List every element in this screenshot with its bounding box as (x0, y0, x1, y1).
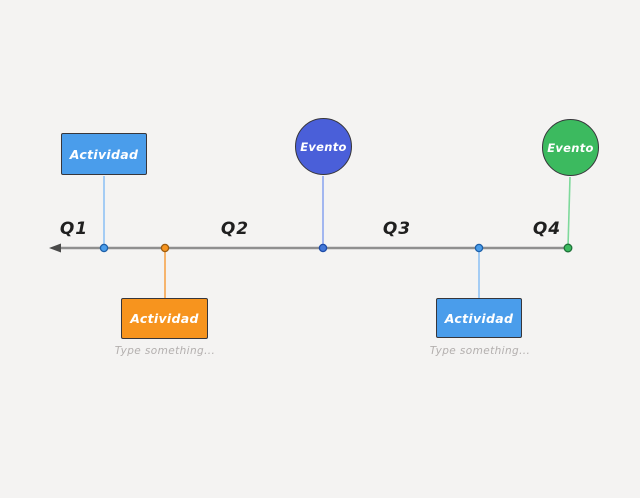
timeline-arrowhead-icon (49, 243, 61, 253)
event-node-right-label: Evento (547, 140, 594, 155)
placeholder-bottom-right[interactable]: Type something... (429, 345, 531, 357)
anchor-dot-orange[interactable] (160, 243, 170, 253)
activity-node-top-label: Actividad (69, 146, 139, 162)
timeline-label-q1[interactable]: Q1 (59, 219, 89, 239)
connector-event-right[interactable] (567, 176, 571, 248)
placeholder-bottom-left[interactable]: Type something... (114, 345, 216, 357)
event-node-mid[interactable]: Evento (295, 118, 352, 175)
activity-node-bottom-right[interactable]: Actividad (436, 298, 522, 338)
anchor-dot-mid[interactable] (318, 243, 328, 253)
activity-node-bottom-right-label: Actividad (444, 310, 514, 326)
timeline-label-q3[interactable]: Q3 (382, 219, 412, 239)
event-node-right[interactable]: Evento (542, 119, 599, 176)
anchor-dot-q1[interactable] (99, 243, 109, 253)
event-node-mid-label: Evento (300, 139, 347, 154)
timeline-label-q2[interactable]: Q2 (220, 219, 250, 239)
activity-node-top[interactable]: Actividad (61, 133, 147, 175)
activity-node-bottom-left[interactable]: Actividad (121, 298, 208, 339)
anchor-dot-end[interactable] (563, 243, 573, 253)
timeline-label-q4[interactable]: Q4 (532, 219, 562, 239)
anchor-dot-q4[interactable] (474, 243, 484, 253)
activity-node-bottom-left-label: Actividad (130, 311, 199, 326)
